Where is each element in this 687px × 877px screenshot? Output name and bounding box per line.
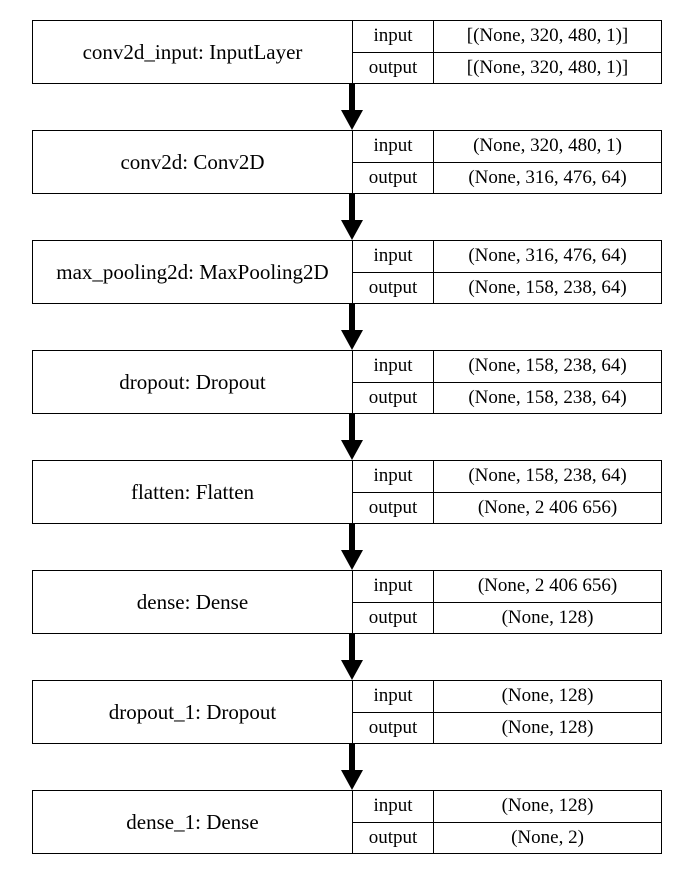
output-shape: (None, 2 406 656): [477, 496, 618, 518]
input-label: input: [353, 461, 434, 492]
output-row: output [(None, 320, 480, 1)]: [353, 51, 661, 83]
output-label: output: [353, 822, 434, 853]
input-shape: (None, 158, 238, 64): [468, 355, 627, 377]
down-arrow-icon: [341, 194, 363, 240]
layer-name: dense: Dense: [33, 571, 353, 633]
output-row: output (None, 158, 238, 64): [353, 271, 661, 303]
output-label: output: [353, 272, 434, 303]
output-shape: (None, 2): [511, 826, 584, 848]
down-arrow-icon: [341, 524, 363, 570]
input-row: input (None, 158, 238, 64): [353, 461, 661, 492]
output-shape: (None, 128): [501, 606, 594, 628]
layer-ports: input (None, 128) output (None, 128): [353, 681, 661, 743]
input-shape: (None, 158, 238, 64): [468, 465, 627, 487]
output-shape: (None, 128): [501, 716, 594, 738]
layer-node: dropout_1: Dropout input (None, 128) out…: [32, 680, 662, 744]
output-shape: (None, 158, 238, 64): [468, 386, 627, 408]
layer-ports: input [(None, 320, 480, 1)] output [(Non…: [353, 21, 661, 83]
layer-name: flatten: Flatten: [33, 461, 353, 523]
down-arrow-icon: [341, 84, 363, 130]
output-row: output (None, 128): [353, 601, 661, 633]
output-label: output: [353, 162, 434, 193]
down-arrow-icon: [341, 414, 363, 460]
input-label: input: [353, 131, 434, 162]
input-row: input (None, 2 406 656): [353, 571, 661, 602]
input-shape: [(None, 320, 480, 1)]: [466, 25, 629, 47]
input-shape: (None, 316, 476, 64): [468, 245, 627, 267]
input-shape: (None, 320, 480, 1): [473, 135, 622, 157]
down-arrow-icon: [341, 634, 363, 680]
layer-node: conv2d_input: InputLayer input [(None, 3…: [32, 20, 662, 84]
input-row: input (None, 128): [353, 681, 661, 712]
input-label: input: [353, 21, 434, 52]
layer-ports: input (None, 320, 480, 1) output (None, …: [353, 131, 661, 193]
layer-name: dense_1: Dense: [33, 791, 353, 853]
layer-name: conv2d_input: InputLayer: [33, 21, 353, 83]
layer-ports: input (None, 128) output (None, 2): [353, 791, 661, 853]
input-label: input: [353, 791, 434, 822]
input-row: input (None, 128): [353, 791, 661, 822]
layer-node: conv2d: Conv2D input (None, 320, 480, 1)…: [32, 130, 662, 194]
output-label: output: [353, 52, 434, 83]
layer-ports: input (None, 158, 238, 64) output (None,…: [353, 351, 661, 413]
input-label: input: [353, 241, 434, 272]
input-label: input: [353, 351, 434, 382]
input-shape: (None, 2 406 656): [477, 575, 618, 597]
layer-name: max_pooling2d: MaxPooling2D: [33, 241, 353, 303]
output-label: output: [353, 382, 434, 413]
output-row: output (None, 2 406 656): [353, 491, 661, 523]
input-row: input (None, 158, 238, 64): [353, 351, 661, 382]
output-shape: (None, 316, 476, 64): [468, 166, 627, 188]
input-row: input [(None, 320, 480, 1)]: [353, 21, 661, 52]
input-shape: (None, 128): [501, 795, 594, 817]
layer-name: dropout: Dropout: [33, 351, 353, 413]
output-label: output: [353, 492, 434, 523]
input-label: input: [353, 571, 434, 602]
output-shape: (None, 158, 238, 64): [468, 276, 627, 298]
layer-name: conv2d: Conv2D: [33, 131, 353, 193]
output-row: output (None, 128): [353, 711, 661, 743]
layer-ports: input (None, 158, 238, 64) output (None,…: [353, 461, 661, 523]
output-label: output: [353, 602, 434, 633]
layer-node: flatten: Flatten input (None, 158, 238, …: [32, 460, 662, 524]
output-row: output (None, 2): [353, 821, 661, 853]
down-arrow-icon: [341, 744, 363, 790]
layer-ports: input (None, 316, 476, 64) output (None,…: [353, 241, 661, 303]
layer-name: dropout_1: Dropout: [33, 681, 353, 743]
input-row: input (None, 320, 480, 1): [353, 131, 661, 162]
layer-node: max_pooling2d: MaxPooling2D input (None,…: [32, 240, 662, 304]
input-label: input: [353, 681, 434, 712]
output-shape: [(None, 320, 480, 1)]: [466, 56, 629, 78]
output-row: output (None, 158, 238, 64): [353, 381, 661, 413]
layer-ports: input (None, 2 406 656) output (None, 12…: [353, 571, 661, 633]
layer-node: dropout: Dropout input (None, 158, 238, …: [32, 350, 662, 414]
layer-node: dense_1: Dense input (None, 128) output …: [32, 790, 662, 854]
down-arrow-icon: [341, 304, 363, 350]
layer-node: dense: Dense input (None, 2 406 656) out…: [32, 570, 662, 634]
input-row: input (None, 316, 476, 64): [353, 241, 661, 272]
output-row: output (None, 316, 476, 64): [353, 161, 661, 193]
input-shape: (None, 128): [501, 685, 594, 707]
output-label: output: [353, 712, 434, 743]
